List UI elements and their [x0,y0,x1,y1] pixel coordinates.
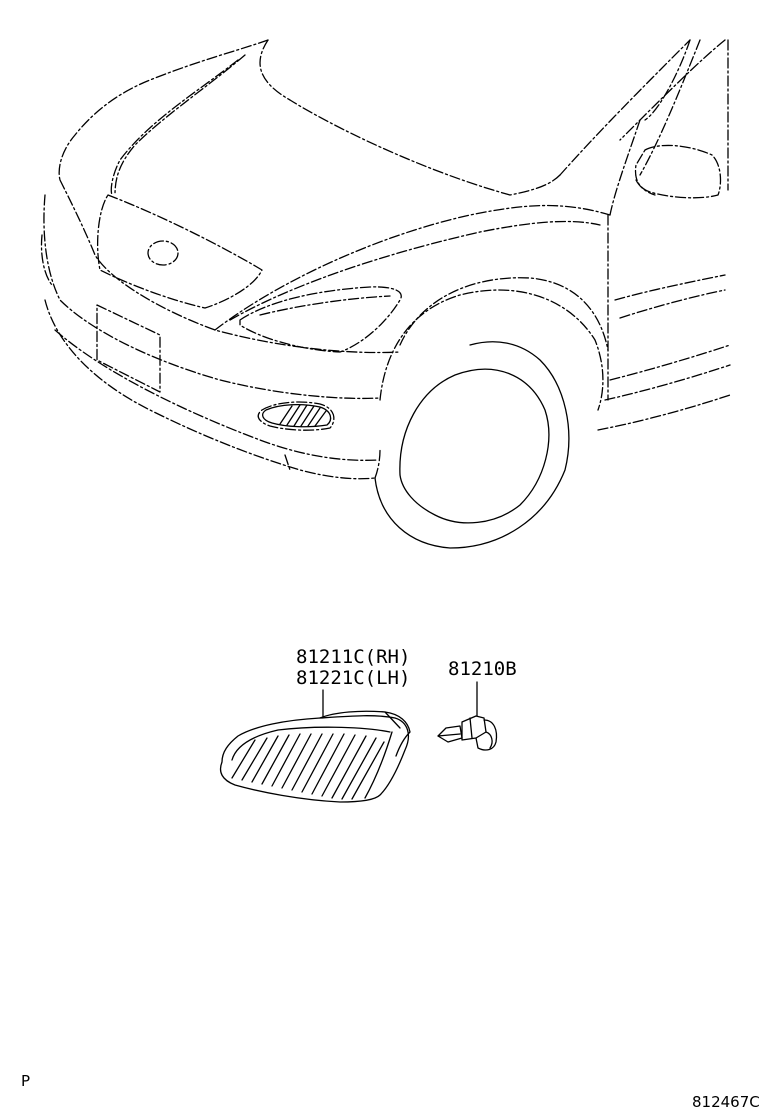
illustration-code: 812467C [692,1093,760,1111]
part-number-label: 81211C(RH) [296,646,411,668]
fog-lamp-bulb [437,715,498,751]
leader-lines [322,681,478,718]
fog-lamp-on-vehicle [261,403,332,428]
vehicle-outline [40,39,731,480]
front-wheel [374,341,570,549]
part-number-label: 81210B [448,658,517,680]
fog-lamp-assembly [219,710,411,803]
corner-mark: P [21,1072,31,1090]
part-number-label: 81221C(LH) [296,667,411,689]
